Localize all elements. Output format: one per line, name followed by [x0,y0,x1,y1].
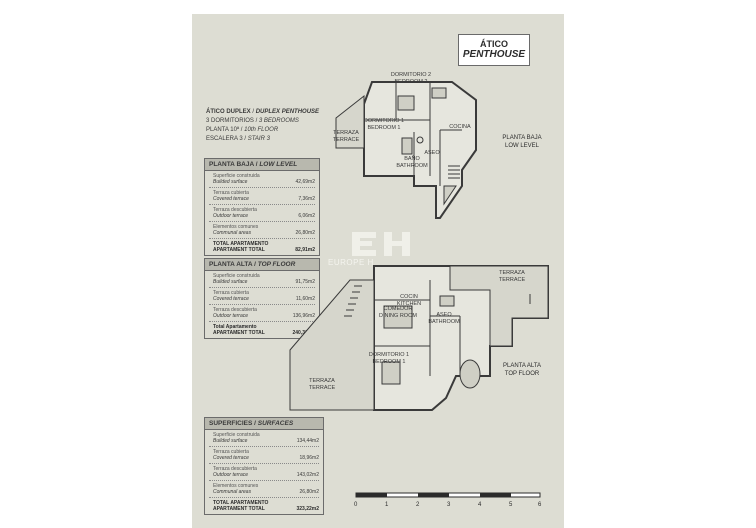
low-level-table: PLANTA BAJA / LOW LEVEL Superficie const… [204,158,320,256]
stair-en: STAIR 3 [247,136,270,142]
label-kitchen-low: COCINA [449,124,471,130]
watermark-logo: EUROPE H [322,230,436,292]
scale-tick: 4 [478,502,482,508]
scale-tick: 2 [416,502,420,508]
scale-tick: 5 [509,502,513,508]
scale-tick: 3 [447,502,451,508]
label-aseo-low: ASEO [424,150,440,156]
stair-es: ESCALERA 3 [206,136,243,142]
surfaces-header: SUPERFICIES / SURFACES [205,418,323,430]
scale-tick: 0 [354,502,358,508]
surfaces-table: SUPERFICIES / SURFACES Superficie constr… [204,417,324,515]
low-level-header: PLANTA BAJA / LOW LEVEL [205,159,319,171]
title-en: PENTHOUSE [462,49,526,60]
floor-es: PLANTA 10ª [206,127,240,133]
title-es: ÁTICO [480,39,508,49]
top-floor-table: PLANTA ALTA / TOP FLOOR Superficie const… [204,258,320,339]
scale-bar [355,492,541,498]
type-en: DUPLEX PENTHOUSE [255,109,320,115]
title-box: ÁTICO PENTHOUSE [458,34,530,66]
top-floor-header: PLANTA ALTA / TOP FLOOR [205,259,319,271]
low-level-plan [335,81,477,219]
scale-tick: 1 [385,502,389,508]
watermark-eh-mark [352,232,410,256]
bedrooms-es: 3 DORMITORIOS [206,118,254,124]
bedrooms-en: 3 BEDROOMS [258,118,299,124]
top-floor-plan [289,265,549,411]
property-info: ÁTICO DUPLEX / DUPLEX PENTHOUSE 3 DORMIT… [206,109,320,142]
watermark-text: EUROPE H [328,258,374,267]
floor-en: 10th FLOOR [244,127,279,133]
type-es: ÁTICO DUPLEX [206,109,251,115]
scale-tick: 6 [538,502,542,508]
